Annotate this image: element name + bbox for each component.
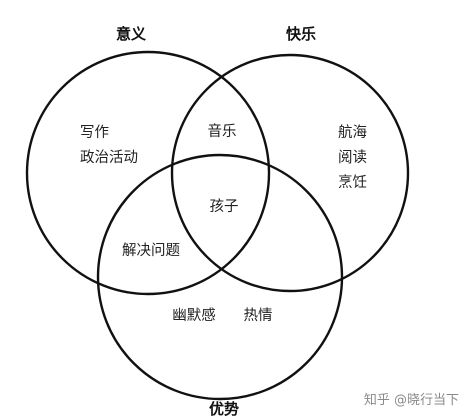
circle-happiness bbox=[170, 53, 410, 293]
item-writing: 写作 bbox=[80, 124, 109, 141]
circle-meaning bbox=[25, 50, 271, 296]
label-meaning: 意义 bbox=[116, 25, 146, 43]
item-reading: 阅读 bbox=[338, 149, 367, 166]
item-political-activity: 政治活动 bbox=[80, 149, 138, 166]
label-strengths: 优势 bbox=[209, 400, 239, 418]
label-happiness: 快乐 bbox=[286, 25, 316, 43]
item-children: 孩子 bbox=[210, 198, 239, 215]
item-sailing: 航海 bbox=[338, 124, 367, 141]
item-problem-solving: 解决问题 bbox=[122, 242, 180, 259]
item-cooking: 烹饪 bbox=[338, 173, 367, 191]
watermark-text: 知乎 @晓行当下 bbox=[364, 392, 459, 408]
item-music: 音乐 bbox=[208, 123, 237, 140]
item-enthusiasm: 热情 bbox=[244, 307, 273, 324]
item-humor: 幽默感 bbox=[172, 307, 216, 324]
circle-strengths bbox=[96, 153, 344, 401]
